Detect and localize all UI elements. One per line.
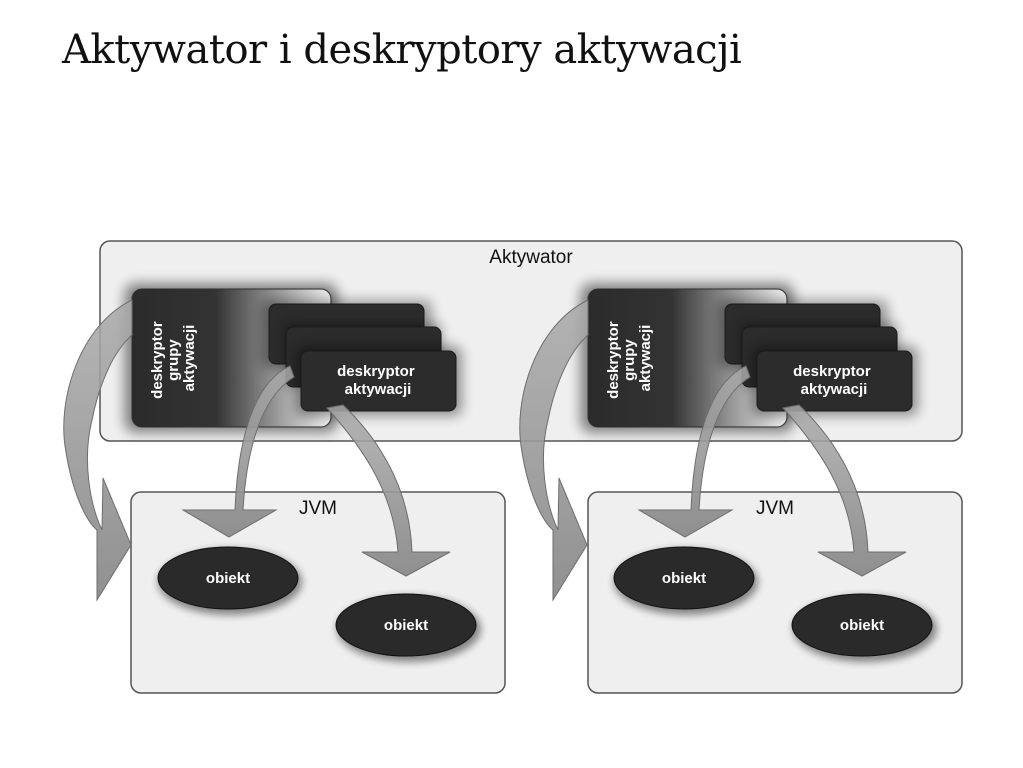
arrow-to-object <box>181 365 295 538</box>
group-2: deskryptor grupy aktywacji deskryptor ak… <box>519 283 937 662</box>
group-descriptor-label: deskryptor grupy aktywacji <box>149 317 198 399</box>
activation-descriptor-stack: deskryptor aktywacji <box>262 300 462 416</box>
object-label: obiekt <box>840 617 884 634</box>
object-1: obiekt <box>157 546 302 615</box>
arrow-to-object <box>637 365 751 538</box>
object-label: obiekt <box>384 617 428 634</box>
activator-label: Aktywator <box>489 247 573 268</box>
object-label: obiekt <box>206 570 250 587</box>
activation-descriptor-label: deskryptor aktywacji <box>337 363 419 398</box>
arrow-to-object <box>326 404 451 577</box>
group-descriptor-label: deskryptor grupy aktywacji <box>605 317 654 399</box>
slide-title: Aktywator i deskryptory aktywacji <box>62 27 742 73</box>
activation-descriptor-stack: deskryptor aktywacji <box>718 300 918 416</box>
object-label: obiekt <box>662 570 706 587</box>
group-1: deskryptor grupy aktywacji deskryptor ak… <box>63 283 481 662</box>
jvm-label: JVM <box>756 498 794 519</box>
activation-descriptor-label: deskryptor aktywacji <box>793 363 875 398</box>
arrow-to-jvm <box>519 299 589 602</box>
object-1: obiekt <box>613 546 758 615</box>
object-2: obiekt <box>335 593 481 662</box>
object-2: obiekt <box>791 593 937 662</box>
jvm-label: JVM <box>299 498 337 519</box>
arrow-to-object <box>782 404 907 577</box>
arrow-to-jvm <box>63 299 133 602</box>
